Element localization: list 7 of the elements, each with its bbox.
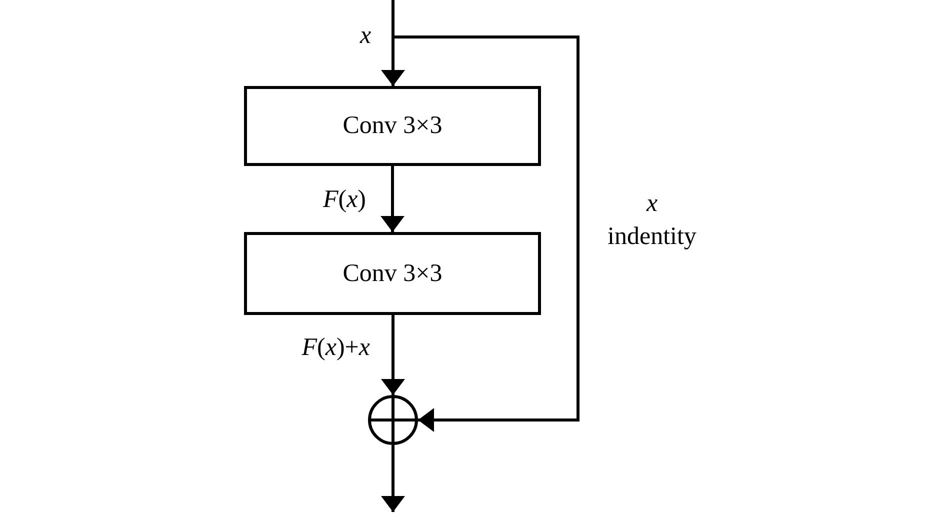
arrow xyxy=(381,445,405,512)
arrow xyxy=(381,315,405,395)
conv-box: Conv 3×3 xyxy=(244,86,541,166)
arrow xyxy=(392,0,580,432)
summation-circle xyxy=(368,395,418,445)
conv-box: Conv 3×3 xyxy=(244,232,541,315)
arrow xyxy=(380,166,404,232)
